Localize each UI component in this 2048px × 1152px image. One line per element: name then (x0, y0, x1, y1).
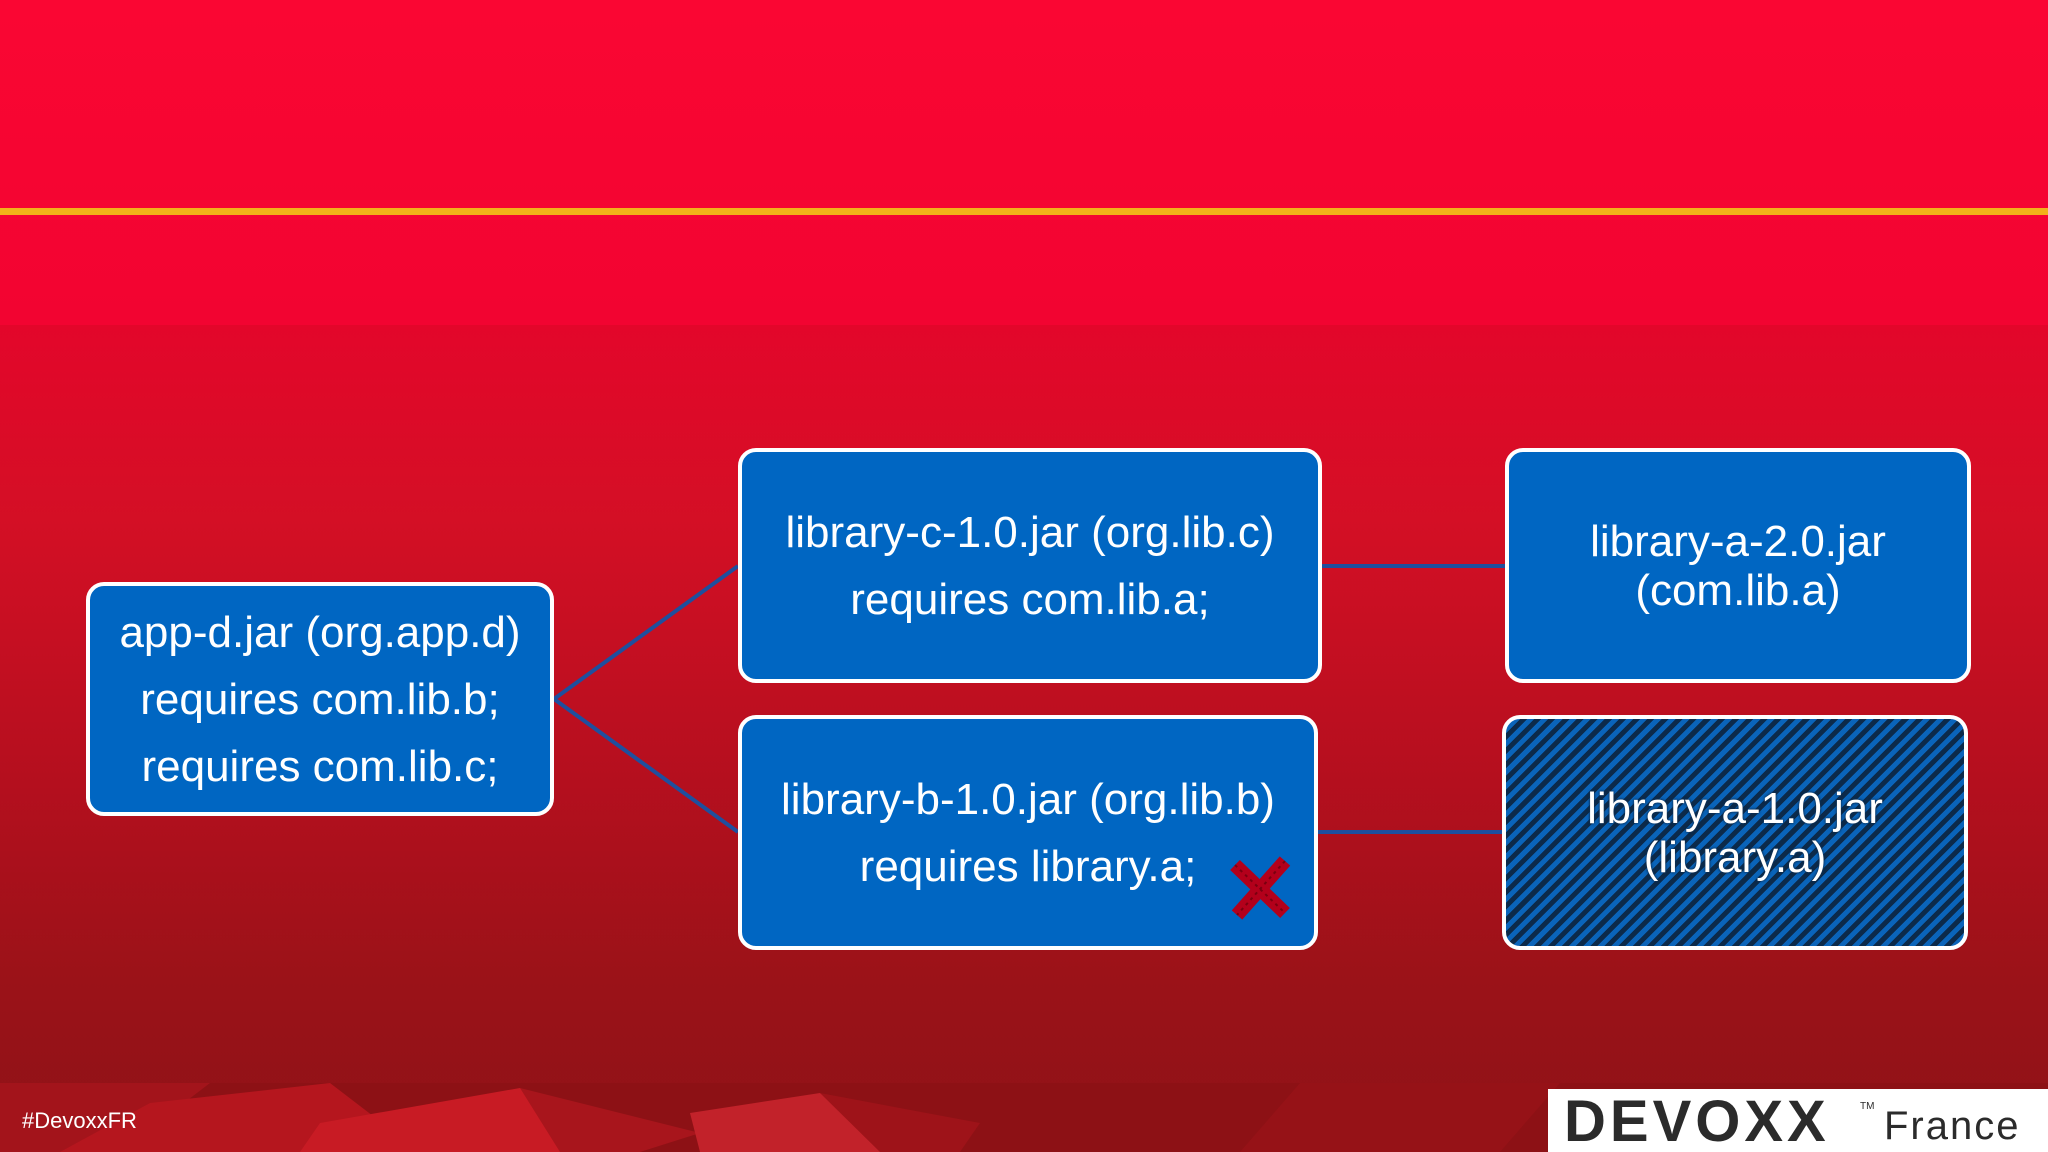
logo-brand-text: DEVOXX (1564, 1089, 1830, 1152)
node-library-c-line-1: library-c-1.0.jar (org.lib.c) (785, 507, 1275, 557)
node-library-a-1: library-a-1.0.jar (library.a) (1502, 715, 1968, 950)
footer-facets (0, 1083, 1560, 1152)
node-library-a-2-line-1: library-a-2.0.jar (1590, 516, 1886, 566)
devoxx-france-logo: DEVOXX TM France (1548, 1089, 2048, 1152)
node-app-d-line-3: requires com.lib.c; (141, 741, 499, 791)
node-library-a-1-line-1: library-a-1.0.jar (1587, 783, 1883, 833)
node-app-d-line-2: requires com.lib.b; (140, 674, 500, 724)
error-cross-icon (1230, 856, 1291, 920)
node-app-d-line-1: app-d.jar (org.app.d) (119, 607, 521, 657)
node-library-a-2: library-a-2.0.jar (com.lib.a) (1505, 448, 1971, 683)
node-library-a-1-line-2: (library.a) (1643, 832, 1827, 882)
node-library-b-line-1: library-b-1.0.jar (org.lib.b) (781, 774, 1275, 824)
node-app-d: app-d.jar (org.app.d) requires com.lib.b… (86, 582, 554, 816)
node-library-c-line-2: requires com.lib.a; (850, 574, 1210, 624)
node-library-c: library-c-1.0.jar (org.lib.c) requires c… (738, 448, 1322, 683)
node-library-b-line-2: requires library.a; (859, 841, 1197, 891)
hashtag-label: #DevoxxFR (22, 1108, 137, 1133)
edge-app-d-to-library-c (552, 564, 740, 701)
title-accent-line (0, 208, 2048, 215)
title-band (0, 0, 2048, 325)
node-library-a-2-line-2: (com.lib.a) (1635, 565, 1841, 615)
node-library-b: library-b-1.0.jar (org.lib.b) requires l… (738, 715, 1318, 950)
logo-trademark: TM (1860, 1101, 1875, 1112)
edge-app-d-to-library-b (552, 697, 740, 834)
logo-region-text: France (1884, 1104, 2021, 1148)
